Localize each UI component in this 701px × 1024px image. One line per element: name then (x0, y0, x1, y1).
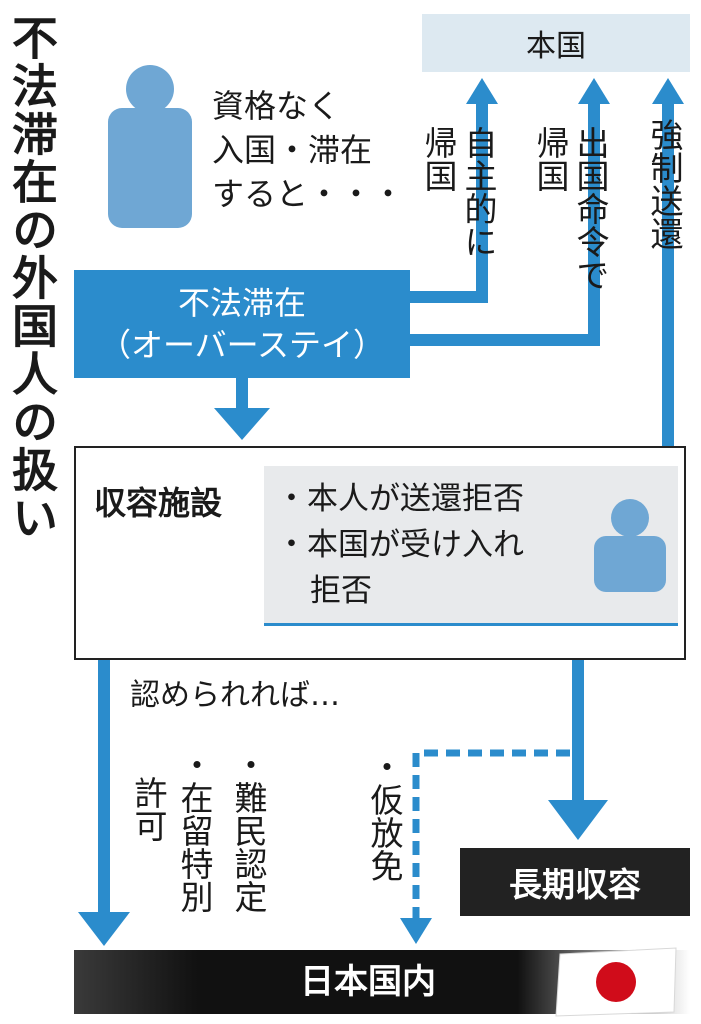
voluntary-return-line (410, 100, 488, 303)
arrowhead-japan (78, 912, 130, 946)
entry-line-3: すると・・・ (212, 175, 405, 213)
permission-label: 許可 (129, 776, 168, 842)
overstay-sublabel: （オーバーステイ） (98, 326, 386, 364)
order-return-line (410, 100, 600, 346)
arrowhead-deport (652, 78, 684, 104)
refusal-item-country: ・本国が受け入れ (276, 527, 524, 563)
arrowhead-voluntary (466, 78, 498, 104)
person-icon-main (108, 65, 192, 228)
provisional-release-label: ・仮放免 (365, 750, 404, 882)
person-icon-refusal (594, 499, 666, 592)
facility-label: 収容施設 (94, 484, 223, 522)
refusal-item-country-cont: 拒否 (310, 573, 372, 609)
home-country-box: 本国 (422, 14, 690, 72)
entry-text: 資格なく 入国・滞在 すると・・・ (212, 84, 404, 216)
special-residence-label: ・在留特別 (175, 748, 214, 913)
entry-line-2: 入国・滞在 (212, 131, 373, 169)
forced-deportation-label: 強制送還 (645, 118, 684, 250)
overstay-label: 不法滞在 (177, 284, 306, 322)
long-term-detention-box: 長期収容 (460, 848, 690, 916)
arrowhead-detention (548, 800, 608, 840)
refusal-item-self: ・本人が送還拒否 (276, 481, 524, 517)
order-return-label: 出国命令で帰国 (531, 126, 610, 291)
arrowhead-order (578, 78, 610, 104)
japan-label: 日本国内 (300, 962, 436, 1002)
japan-flag-icon (555, 947, 677, 1017)
provisional-release-line (412, 749, 570, 920)
entry-line-1: 資格なく (212, 87, 341, 125)
arrowhead-facility (214, 408, 270, 440)
page-title: 不法滞在の外国人の扱い (5, 14, 59, 542)
overstay-box: 不法滞在 （オーバーステイ） (74, 270, 410, 378)
voluntary-return-label: 自主的に帰国 (419, 126, 498, 258)
if-approved-label: 認められれば… (130, 678, 340, 713)
refugee-label: ・難民認定 (229, 748, 268, 913)
arrowhead-provisional (400, 918, 432, 944)
